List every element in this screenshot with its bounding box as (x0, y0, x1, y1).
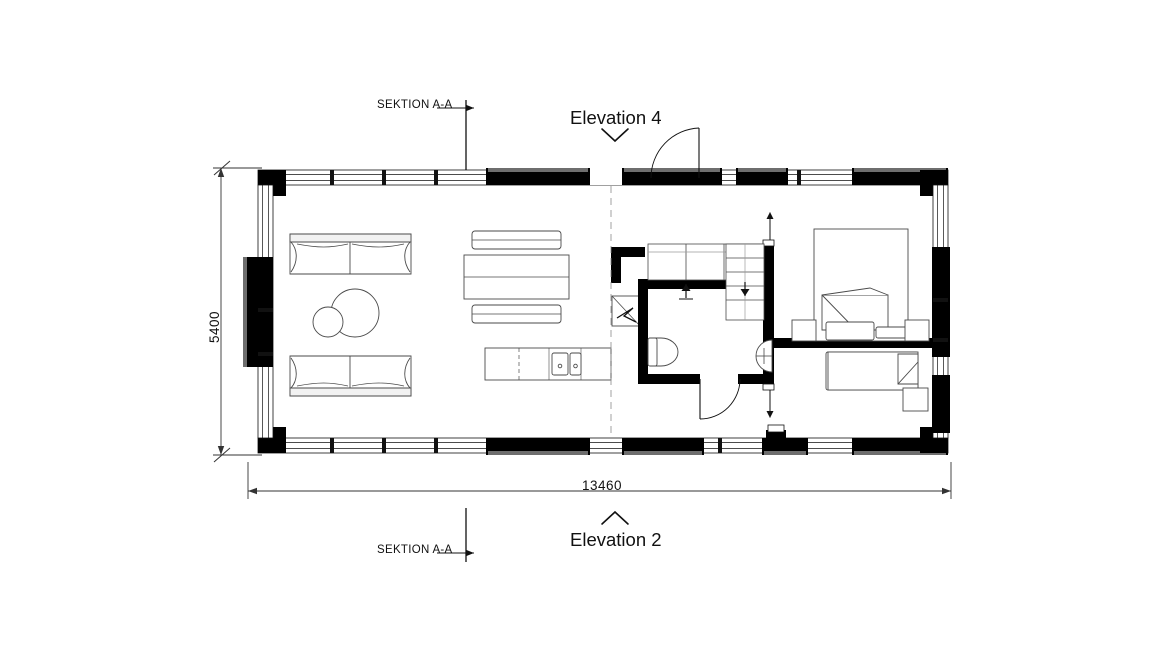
ref-arrows (766, 212, 774, 418)
spine-wall (763, 243, 774, 388)
bottom-wall-nib (766, 430, 786, 440)
partition-left-upper (611, 247, 621, 283)
toilet (647, 337, 679, 367)
section-markers (437, 100, 474, 562)
stair-up-arrow-icon (679, 284, 693, 300)
bathroom-door (699, 378, 741, 420)
elevation-markers (601, 128, 629, 525)
nightstand-left (791, 319, 817, 342)
spine-wall-cap-bottom (762, 383, 775, 391)
section-arrowhead-top (466, 105, 474, 111)
top-wall-solid-2 (622, 168, 722, 185)
bedroom-lower-furniture (825, 351, 929, 412)
section-label-top: SEKTION A-A (377, 99, 453, 111)
double-sink (551, 352, 582, 376)
bottom-wall-solid-3 (762, 438, 808, 455)
spine-wall-cap-top (762, 239, 775, 247)
top-wall-sill-3 (738, 168, 786, 172)
dimension-label-width: 13460 (582, 478, 623, 493)
dim-arrow-right (942, 487, 951, 495)
wood-stove (611, 295, 641, 327)
bottom-wall-nib-cap (767, 424, 785, 433)
chevron-up-icon (601, 510, 629, 525)
bottom-mullions (330, 438, 722, 453)
entry-door-swing-arc (650, 127, 700, 179)
top-wall-solid-1 (486, 168, 590, 185)
bench-upper (471, 230, 562, 250)
left-mullions (258, 308, 273, 356)
bathroom-wall-left (638, 283, 648, 384)
top-wall-solid-3 (736, 168, 788, 185)
elevation-label-top: Elevation 4 (570, 107, 662, 128)
top-wall-sill-2 (624, 168, 720, 172)
dim-tick-bl (213, 447, 231, 463)
elevation-label-bottom: Elevation 2 (570, 529, 662, 550)
wash-basin (755, 339, 773, 373)
bottom-wall-sill-4 (854, 451, 946, 455)
kitchen (484, 347, 612, 381)
wall-left (243, 184, 274, 439)
bottom-wall-sill-3 (764, 451, 806, 455)
top-wall-sill-4 (854, 168, 946, 172)
wall-bottom (257, 424, 949, 455)
coffee-table-small (312, 306, 344, 338)
top-mullions (330, 170, 801, 185)
sofa-upper (289, 233, 412, 275)
dimension-lines (213, 160, 952, 499)
partition-stub-top (611, 247, 645, 257)
section-arrowhead-bottom (466, 550, 474, 556)
wall-right (932, 184, 950, 439)
entry-door (650, 127, 700, 179)
dimension-label-height: 5400 (207, 310, 222, 343)
chevron-down-icon (601, 128, 629, 143)
bench-lower (471, 304, 562, 324)
bathroom-wall-bottom-left (638, 374, 700, 384)
bed-single-blanket (897, 353, 919, 385)
bottom-wall-sill-1 (488, 451, 588, 455)
interior-walls (611, 239, 933, 391)
bed-double-pillow-right (875, 326, 909, 339)
bed-double-pillow-left (825, 321, 875, 341)
bathroom-wall-top (638, 279, 772, 289)
stove-flame-icon (616, 307, 637, 323)
wall-top (257, 168, 949, 196)
staircase (647, 243, 765, 321)
bathroom-wall-bottom-right (738, 374, 772, 384)
stair-down-arrow-icon (740, 282, 750, 296)
entry-door-opening (590, 168, 622, 185)
top-wall-sill-1 (488, 168, 588, 172)
nightstand-lower (902, 387, 929, 412)
bedroom-upper-furniture (791, 228, 930, 342)
bathroom-door-swing-arc (699, 378, 741, 420)
dim-arrow-up (217, 168, 225, 177)
ref-arrow-up-head (766, 212, 774, 219)
dim-tick-tl (213, 160, 231, 176)
ref-arrow-down-head (766, 411, 774, 418)
living-room-furniture (289, 233, 412, 397)
bottom-wall-sill-2 (624, 451, 702, 455)
bathroom-fixtures (647, 337, 773, 420)
bedroom-divider-wall (774, 338, 933, 348)
bottom-wall-solid-1 (486, 438, 590, 455)
dining-furniture (463, 230, 570, 324)
right-mullions (933, 298, 948, 342)
dim-arrow-left (248, 487, 257, 495)
right-wall-solid-2 (932, 375, 950, 433)
dim-arrow-down (217, 446, 225, 455)
kitchen-counter (484, 347, 612, 381)
bottom-wall-solid-2 (622, 438, 704, 455)
basin-wall-nib (774, 338, 796, 348)
sofa-lower (289, 355, 412, 397)
bottom-wall-band (257, 437, 949, 454)
section-label-bottom: SEKTION A-A (377, 544, 453, 556)
dining-table (463, 254, 570, 300)
nightstand-right (904, 319, 930, 342)
